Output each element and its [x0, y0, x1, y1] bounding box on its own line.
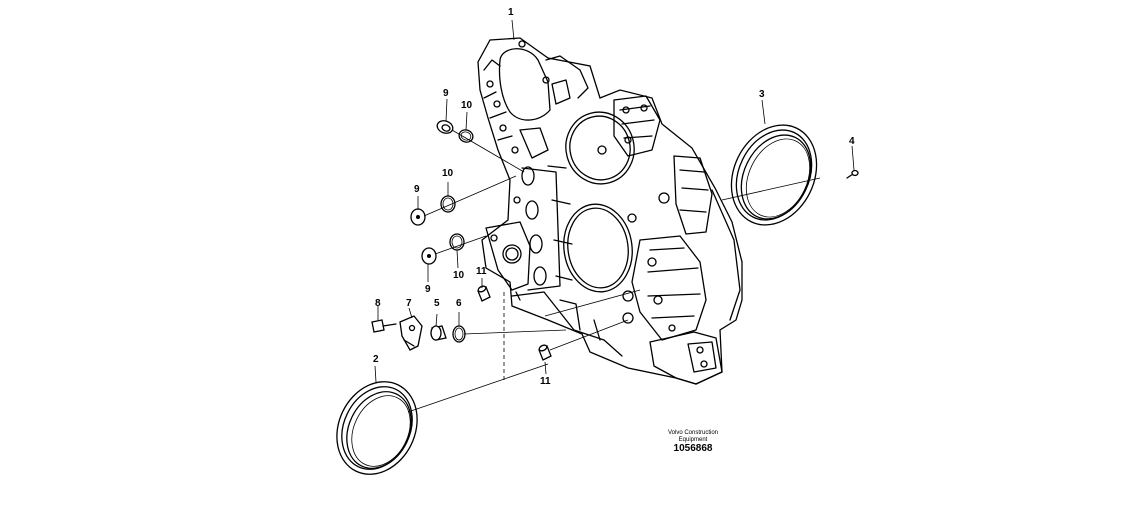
caption-company-line1: Volvo Construction: [667, 430, 719, 436]
callout-10-upper: 10: [461, 100, 473, 111]
callout-11-lower: 11: [540, 376, 551, 387]
callout-9-middle: 9: [414, 184, 420, 195]
callout-4: 4: [849, 136, 855, 147]
callout-9-lower: 9: [425, 284, 431, 295]
dowel-pin-11-upper: [477, 285, 491, 302]
o-ring-6: [452, 325, 466, 343]
sleeve-5: [430, 325, 447, 341]
callout-9-upper: 9: [443, 88, 449, 99]
seal-ring-2: [336, 381, 418, 475]
bracket-7: [399, 315, 423, 351]
callout-10-middle: 10: [442, 168, 454, 179]
callout-2: 2: [373, 354, 379, 365]
dowel-pin-11-lower: [538, 344, 552, 361]
callout-3: 3: [759, 89, 765, 100]
bolt-8: [371, 319, 397, 333]
o-ring-10-upper: [458, 129, 474, 143]
callout-6: 6: [456, 298, 462, 309]
drawing-number: 1056868: [673, 443, 713, 454]
plug-9-upper: [436, 120, 454, 134]
plug-9-lower: [421, 247, 437, 265]
callout-1: 1: [508, 7, 514, 18]
callout-7: 7: [406, 298, 412, 309]
callout-5: 5: [434, 298, 440, 309]
assembly-lines: [374, 19, 855, 413]
caption-company-line2: Equipment: [678, 437, 708, 443]
callout-8: 8: [375, 298, 381, 309]
callout-10-lower: 10: [453, 270, 465, 281]
timing-gear-cover: [477, 37, 743, 385]
o-ring-10-middle: [440, 195, 456, 213]
callout-11-upper: 11: [476, 266, 487, 277]
screw-4: [846, 169, 859, 179]
callout-labels: 1 2 3 4 5 6 7 8 9 9 9 10 10 10 11 11: [373, 7, 855, 387]
seal-ring-3: [730, 124, 818, 226]
plug-9-middle: [410, 208, 426, 226]
